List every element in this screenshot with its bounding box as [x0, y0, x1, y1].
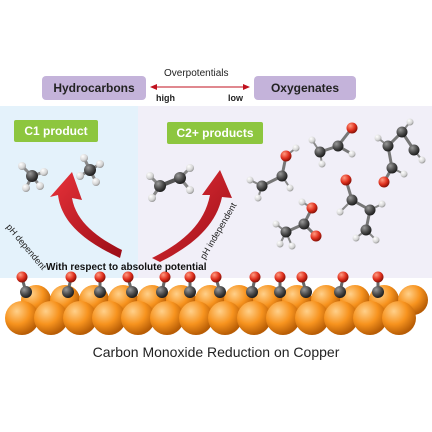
copper-atom [121, 301, 155, 335]
co-oxygen-atom [337, 271, 349, 283]
co-oxygen-atom [249, 271, 261, 283]
copper-atom [237, 301, 271, 335]
co-oxygen-atom [122, 271, 134, 283]
aldehyde-molecule [308, 122, 358, 168]
ethanol-molecule [246, 144, 300, 202]
co-carbon-atom [334, 286, 346, 298]
low-label: low [228, 93, 243, 103]
high-label: high [156, 93, 175, 103]
co-oxygen-atom [159, 271, 171, 283]
co-oxygen-atom [184, 271, 196, 283]
hydrocarbons-box: Hydrocarbons [42, 76, 146, 100]
c2-products-box: C2+ products [167, 122, 263, 144]
oxygenates-label: Oxygenates [270, 81, 340, 95]
co-oxygen-atom [210, 271, 222, 283]
co-carbon-atom [62, 286, 74, 298]
copper-atom [208, 301, 242, 335]
propanal-molecule [336, 174, 386, 244]
c1-product-box: C1 product [14, 120, 98, 142]
oxygenates-box: Oxygenates [254, 76, 356, 100]
copper-atom [179, 301, 213, 335]
overpotential-arrow [150, 84, 250, 90]
co-carbon-atom [246, 286, 258, 298]
absolute-potential-note: With respect to absolute potential [46, 262, 207, 273]
co-carbon-atom [274, 286, 286, 298]
methane-molecule-2 [76, 154, 104, 186]
copper-atom [266, 301, 300, 335]
copper-atom [92, 301, 126, 335]
copper-atom [353, 301, 387, 335]
co-carbon-atom [156, 286, 168, 298]
co-carbon-atom [300, 286, 312, 298]
copper-atom [5, 301, 39, 335]
copper-atom [150, 301, 184, 335]
propanol-molecule [374, 118, 426, 188]
co-oxygen-atom [16, 271, 28, 283]
copper-atom [382, 301, 416, 335]
adsorbed-co-layer [16, 271, 384, 298]
overpotentials-label: Overpotentials [164, 68, 229, 79]
methane-molecule-1 [18, 162, 48, 192]
copper-atom [324, 301, 358, 335]
co-oxygen-atom [296, 271, 308, 283]
acid-molecule [272, 198, 322, 250]
co-carbon-atom [20, 286, 32, 298]
copper-atom [63, 301, 97, 335]
co-oxygen-atom [372, 271, 384, 283]
co-oxygen-atom [65, 271, 77, 283]
c2-products-label: C2+ products [176, 126, 254, 140]
ph-independent-arrow [152, 170, 232, 262]
co-carbon-atom [94, 286, 106, 298]
co-carbon-atom [184, 286, 196, 298]
co-oxygen-atom [94, 271, 106, 283]
co-carbon-atom [214, 286, 226, 298]
co-carbon-atom [126, 286, 138, 298]
copper-atom [295, 301, 329, 335]
co-oxygen-atom [274, 271, 286, 283]
copper-atom [34, 301, 68, 335]
figure-caption: Carbon Monoxide Reduction on Copper [92, 344, 340, 360]
hydrocarbons-label: Hydrocarbons [53, 81, 135, 95]
ph-dependent-arrow [50, 172, 122, 258]
c1-product-label: C1 product [24, 124, 88, 138]
co-carbon-atom [372, 286, 384, 298]
ethylene-molecule [146, 164, 194, 202]
